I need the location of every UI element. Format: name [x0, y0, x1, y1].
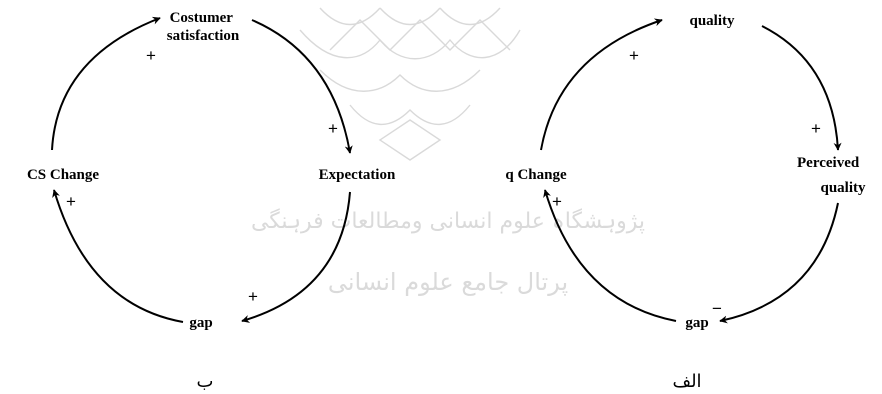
node-gap-left: gap	[189, 315, 212, 331]
polarity-gap-to-qchange: +	[552, 192, 562, 211]
polarity-quality-to-perceived: +	[811, 119, 821, 138]
link-gap-to-qchange	[543, 189, 677, 322]
node-customer-satisfaction: Costumer satisfaction	[167, 10, 240, 44]
link-quality-to-perceived	[761, 25, 842, 151]
watermark: پژوہشگاہ علوم انسانی ومطالعات فرہنگی پرت…	[251, 7, 645, 296]
polarity-perceived-to-gap: −	[712, 299, 722, 318]
polarity-expectation-to-gap: +	[248, 287, 258, 306]
link-gap-to-cschange	[52, 189, 184, 323]
node-q-change: q Change	[505, 167, 567, 183]
node-quality: quality	[689, 13, 735, 29]
polarity-cschange-to-satisfaction: +	[146, 46, 156, 65]
diagram-right: quality Perceived quality gap q Change +…	[505, 13, 866, 392]
link-perceived-to-gap	[719, 202, 839, 324]
polarity-gap-to-cschange: +	[66, 192, 76, 211]
caption-left: ب	[197, 371, 214, 392]
link-qchange-to-quality	[540, 18, 663, 151]
node-customer-satisfaction-line2: satisfaction	[167, 28, 240, 44]
watermark-text-2: پرتال جامع علوم انسانی	[328, 268, 568, 296]
watermark-text-1: پژوہشگاہ علوم انسانی ومطالعات فرہنگی	[251, 208, 645, 234]
node-perceived-quality-line1: Perceived	[797, 155, 860, 171]
diagram-left: Costumer satisfaction Expectation gap CS…	[27, 10, 396, 392]
polarity-satisfaction-to-expectation: +	[328, 119, 338, 138]
caption-right: الف	[672, 371, 701, 392]
node-gap-right: gap	[685, 315, 708, 331]
node-cs-change: CS Change	[27, 167, 99, 183]
node-perceived-quality: Perceived quality	[797, 155, 866, 196]
node-customer-satisfaction-line1: Costumer	[170, 10, 234, 26]
watermark-emblem	[299, 7, 521, 161]
link-cschange-to-satisfaction	[51, 16, 161, 151]
node-expectation: Expectation	[319, 167, 396, 183]
link-expectation-to-gap	[241, 191, 351, 323]
polarity-qchange-to-quality: +	[629, 46, 639, 65]
node-perceived-quality-line2: quality	[820, 180, 866, 196]
link-satisfaction-to-expectation	[251, 19, 353, 154]
